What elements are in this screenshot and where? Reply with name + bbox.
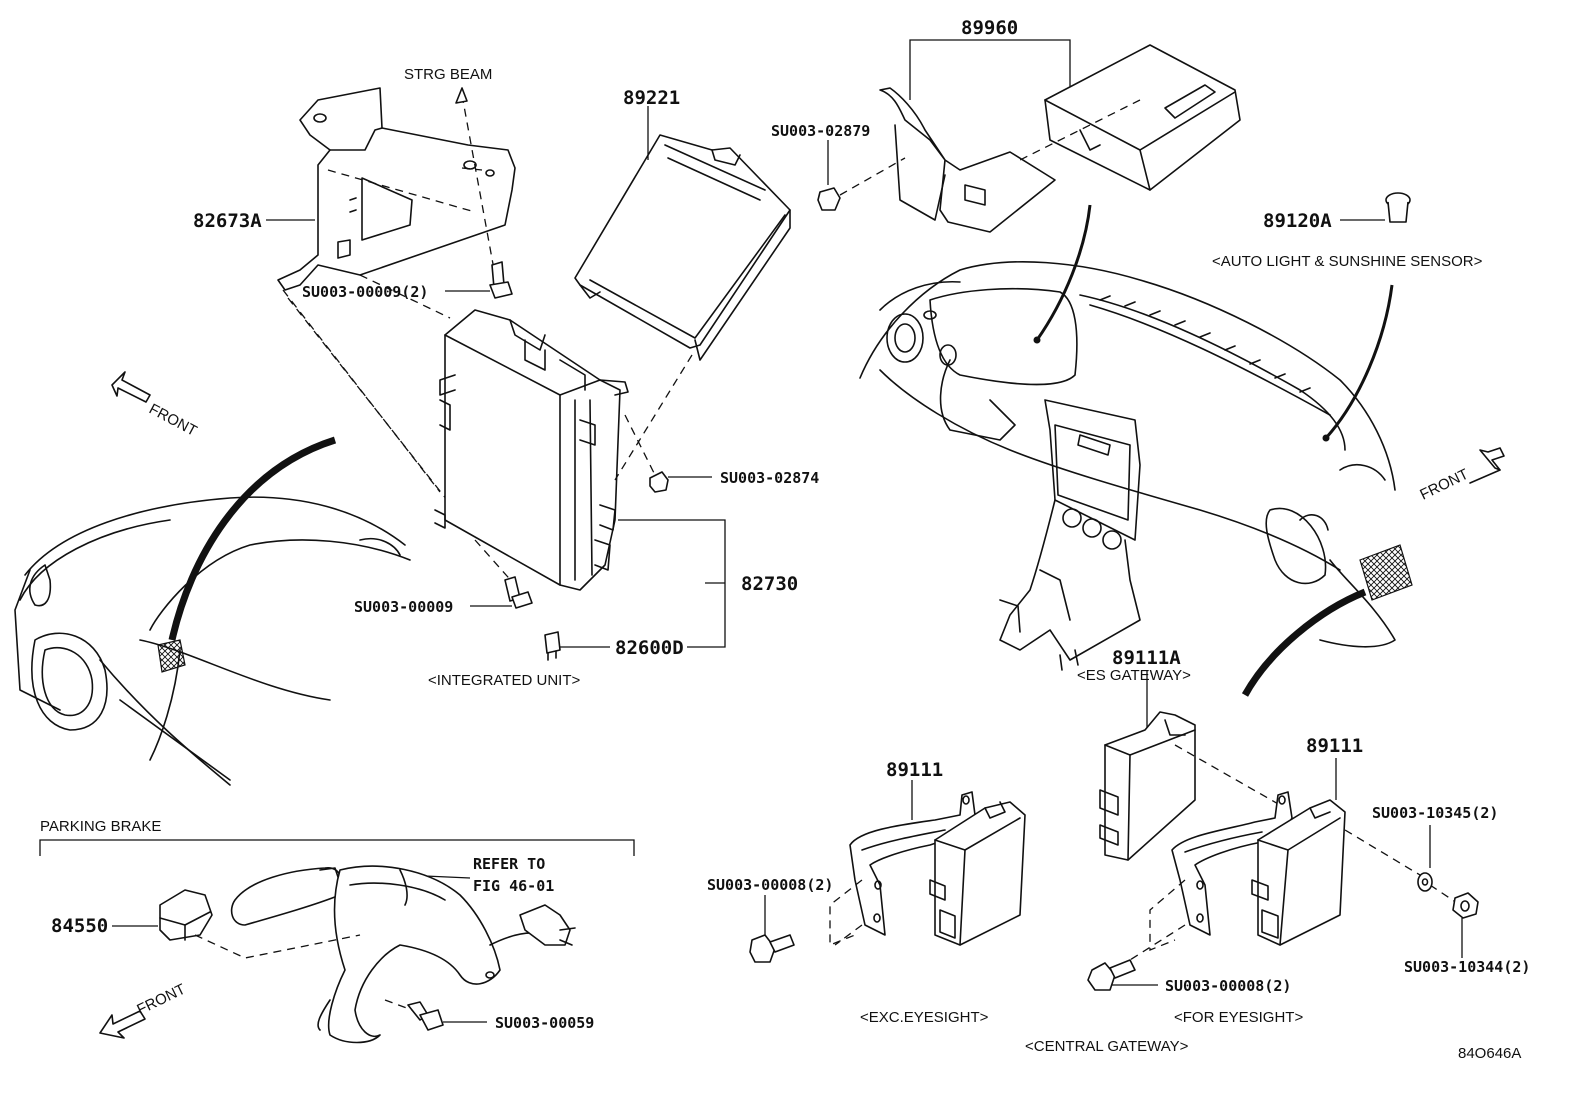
assembly-89960 <box>879 44 1241 233</box>
bolt-su003-00008-left <box>749 934 795 963</box>
module-89221 <box>574 134 791 361</box>
part-89111-left: 89111 <box>886 759 943 781</box>
location-leader-89960 <box>1035 204 1092 341</box>
fig-ref-label: FIG 46-01 <box>473 877 554 895</box>
part-84550: 84550 <box>51 915 108 937</box>
front-label-bottom: FRONT <box>134 981 188 1019</box>
switch-84550 <box>159 889 213 941</box>
refer-to-label: REFER TO <box>473 855 545 873</box>
part-su003-00009-2: SU003-00009(2) <box>302 283 428 301</box>
front-label-left: FRONT <box>146 401 200 440</box>
bolt-su003-00008-right <box>1087 959 1136 991</box>
front-label-right: FRONT <box>1417 466 1471 504</box>
central-gateway-for-eyesight <box>1171 791 1346 946</box>
parking-brake-lever <box>230 865 576 1044</box>
vehicle-front-illustration <box>14 436 411 786</box>
part-su003-00059: SU003-00059 <box>495 1014 594 1032</box>
integrated-unit-82730 <box>434 309 629 591</box>
parking-brake-heading: PARKING BRAKE <box>40 818 161 835</box>
bolt-su003-00009-2 <box>489 261 513 299</box>
part-su003-02874: SU003-02874 <box>720 469 819 487</box>
integrated-unit-location-marker <box>157 639 186 673</box>
strg-beam-label: STRG BEAM <box>404 66 492 83</box>
location-leader-89120a <box>1324 284 1394 439</box>
auto-light-sensor-caption: <AUTO LIGHT & SUNSHINE SENSOR> <box>1212 253 1483 270</box>
location-leader-left <box>168 436 337 641</box>
bracket-82673a <box>277 87 516 291</box>
dashboard-illustration <box>859 261 1413 671</box>
part-82730: 82730 <box>741 573 798 595</box>
part-82600d: 82600D <box>615 637 684 659</box>
part-89960: 89960 <box>961 17 1018 39</box>
washer-su003-10345 <box>1417 872 1433 892</box>
part-89221: 89221 <box>623 87 680 109</box>
clip-su003-02874 <box>649 471 669 493</box>
part-89111a: 89111A <box>1112 647 1181 669</box>
nut-su003-10344 <box>1452 892 1479 919</box>
front-arrow-bottom: FRONT <box>99 981 188 1039</box>
gateway-location-marker <box>1359 544 1413 601</box>
central-gateway-exc-eyesight <box>849 791 1026 946</box>
part-89111-right: 89111 <box>1306 735 1363 757</box>
location-leader-gateway <box>1241 588 1367 697</box>
front-arrow-left: FRONT <box>111 371 200 440</box>
drawing-number: 84O646A <box>1458 1045 1521 1062</box>
es-gateway-89111a <box>1099 711 1196 861</box>
part-89120a: 89120A <box>1263 210 1332 232</box>
integrated-unit-caption: <INTEGRATED UNIT> <box>428 672 580 689</box>
fuse-82600d <box>544 631 561 661</box>
sensor-89120a <box>1385 192 1411 223</box>
screw-su003-00009 <box>504 576 533 609</box>
es-gateway-caption: <ES GATEWAY> <box>1077 667 1191 684</box>
part-su003-10344: SU003-10344(2) <box>1404 958 1530 976</box>
part-su003-00008-left: SU003-00008(2) <box>707 876 833 894</box>
part-su003-02879: SU003-02879 <box>771 122 870 140</box>
part-su003-10345: SU003-10345(2) <box>1372 804 1498 822</box>
exc-eyesight-caption: <EXC.EYESIGHT> <box>860 1009 989 1026</box>
front-arrow-right: FRONT <box>1417 447 1505 504</box>
central-gateway-caption: <CENTRAL GATEWAY> <box>1025 1038 1189 1055</box>
part-su003-00009: SU003-00009 <box>354 598 453 616</box>
part-82673a: 82673A <box>193 210 262 232</box>
clip-su003-02879 <box>817 187 841 211</box>
for-eyesight-caption: <FOR EYESIGHT> <box>1174 1009 1303 1026</box>
screw-su003-00059 <box>407 1001 444 1031</box>
part-su003-00008-right: SU003-00008(2) <box>1165 977 1291 995</box>
